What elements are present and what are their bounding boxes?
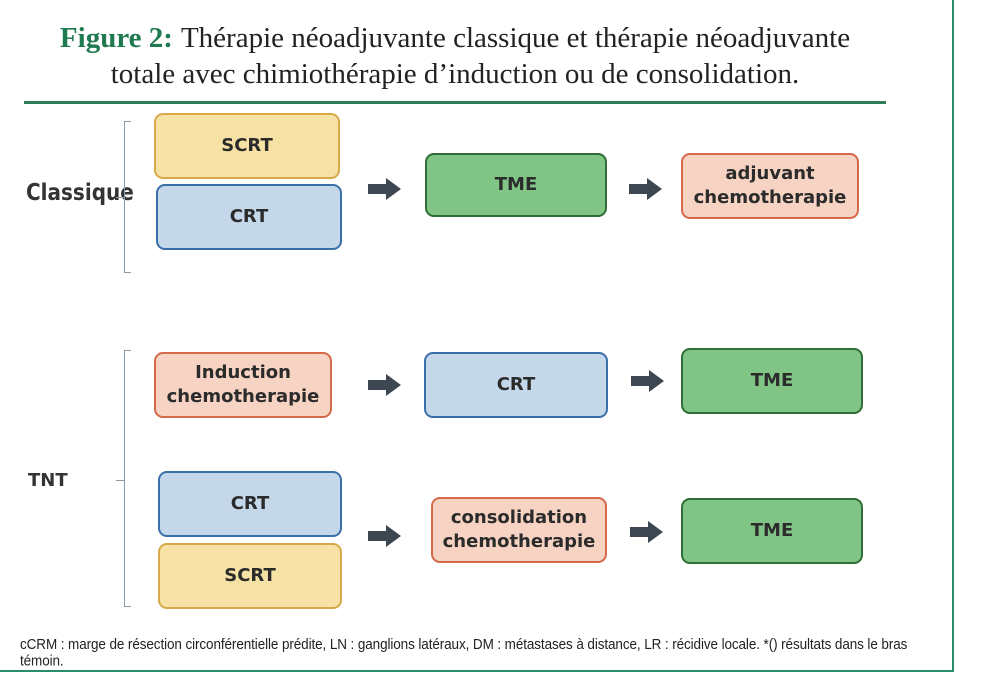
brace-tnt [124,350,131,607]
box-label: TME [750,520,794,541]
box-label: CRT [496,374,536,395]
figure-label: Figure 2: [59,22,173,54]
arrow-icon [368,178,401,200]
box-crt-tnt-row1: CRT [424,352,608,418]
box-scrt-classique: SCRT [154,113,340,179]
brace-tick-classique [116,197,124,198]
box-label: SCRT [224,565,276,586]
box-label: SCRT [221,135,273,156]
box-label-line-1: consolidation [450,507,588,528]
box-tme-classique: TME [425,153,607,217]
figure-frame [0,0,954,672]
box-label: TME [750,370,794,391]
box-label: TME [494,174,538,195]
group-label-tnt: TNT [28,470,68,491]
box-label: CRT [230,493,270,514]
box-induction-chemo: Induction chemotherapie [154,352,332,418]
box-tme-tnt-row1: TME [681,348,863,414]
arrow-icon [631,370,664,392]
arrow-icon [368,525,401,547]
figure-footnote: cCRM : marge de résection circonférentie… [20,636,908,669]
arrow-icon [629,178,662,200]
box-label-line-2: chemotherapie [693,187,847,208]
title-text-1: Thérapie néoadjuvante classique et théra… [180,22,851,54]
box-label: CRT [229,206,269,227]
brace-classique [124,121,131,273]
box-label-line-2: chemotherapie [442,531,596,552]
arrow-icon [630,521,663,543]
box-label-line-1: Induction [195,362,291,383]
arrow-icon [368,374,401,396]
box-scrt-tnt-row2: SCRT [158,543,342,609]
box-consolidation-chemo: consolidation chemotherapie [431,497,607,563]
box-label-line-1: adjuvant [725,163,815,184]
box-adjuvant-chemo: adjuvant chemotherapie [681,153,859,219]
box-label-line-2: chemotherapie [166,386,320,407]
figure-title: Figure 2:Thérapie néoadjuvante classique… [0,20,910,92]
title-line-2: totale avec chimiothérapie d’induction o… [110,58,800,90]
group-label-classique: Classique [26,178,134,206]
title-rule [24,101,886,104]
brace-tick-tnt [116,480,124,481]
box-crt-tnt-row2: CRT [158,471,342,537]
title-line-1: Figure 2:Thérapie néoadjuvante classique… [0,20,910,56]
box-tme-tnt-row2: TME [681,498,863,564]
box-crt-classique: CRT [156,184,342,250]
